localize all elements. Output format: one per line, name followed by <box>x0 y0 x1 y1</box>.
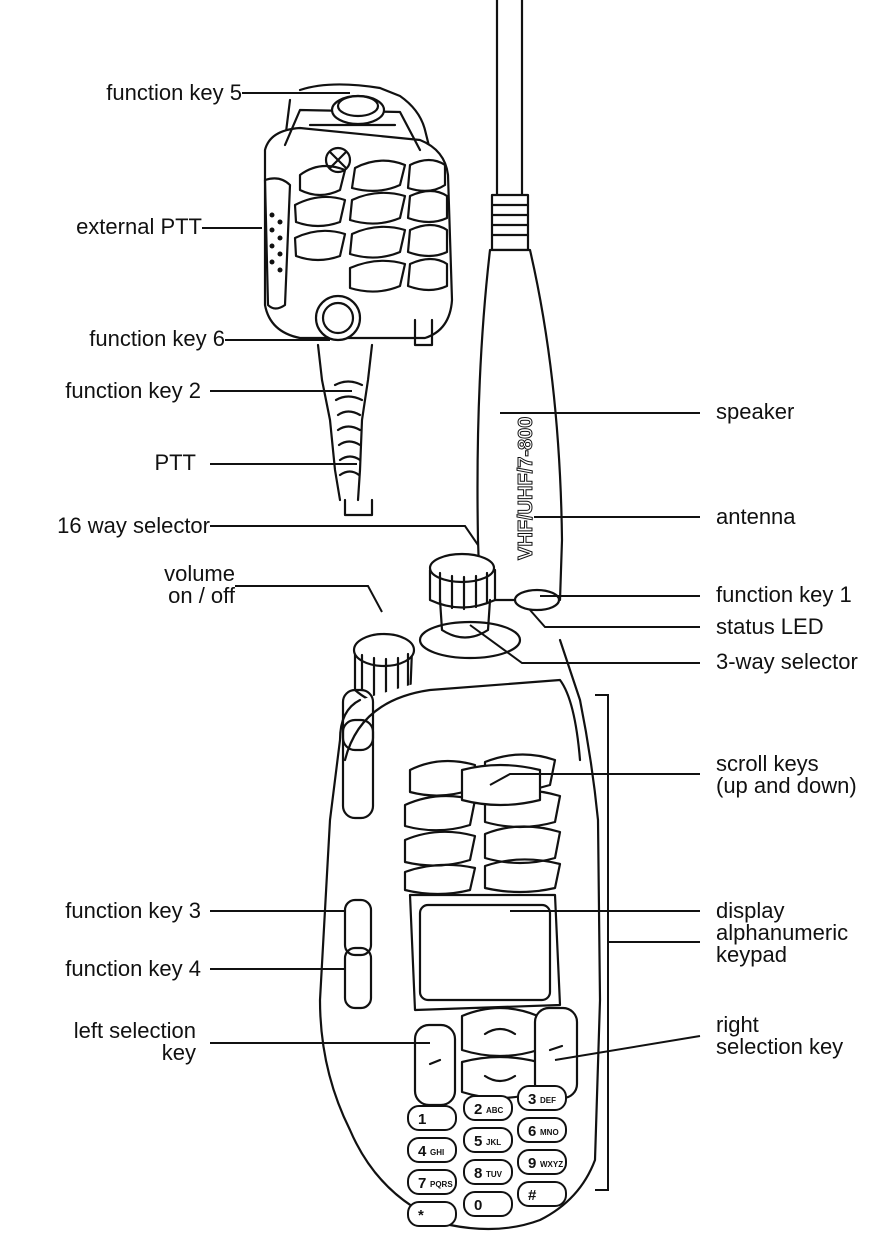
label-keypad-line1: alphanumeric <box>716 922 848 944</box>
keypad-key-9[interactable]: 9 WXYZ <box>518 1150 566 1174</box>
keypad-key-number: 1 <box>418 1111 426 1128</box>
keypad-key-7[interactable]: 7 PQRS <box>408 1170 456 1194</box>
keypad-key-number: 8 <box>474 1165 482 1182</box>
label-volume-line2: on / off <box>164 585 235 607</box>
keypad-key-letters: MNO <box>540 1128 559 1137</box>
keypad-key-letters: ABC <box>486 1106 504 1115</box>
label-antenna: antenna <box>716 506 796 528</box>
label-scroll-keys: scroll keys (up and down) <box>716 753 857 797</box>
keypad-key-number: 4 <box>418 1143 427 1160</box>
keypad-key-number: # <box>528 1187 537 1204</box>
label-3-way-selector: 3-way selector <box>716 651 858 673</box>
label-16-way-selector: 16 way selector <box>57 515 210 537</box>
keypad-key-8[interactable]: 8 TUV <box>464 1160 512 1184</box>
keypad-key-0[interactable]: 0 <box>464 1192 512 1216</box>
speaker-microphone <box>265 84 452 515</box>
keypad-key-outline <box>464 1192 512 1216</box>
keypad-key-letters: DEF <box>540 1096 556 1105</box>
keypad-key-letters: JKL <box>486 1138 501 1147</box>
keypad-key-number: 5 <box>474 1133 482 1150</box>
label-volume-on-off: volume on / off <box>164 563 235 607</box>
keypad-key-star[interactable]: * <box>408 1202 456 1226</box>
label-volume-line1: volume <box>164 563 235 585</box>
keypad-key-hash[interactable]: # <box>518 1182 566 1206</box>
keypad-key-letters: GHI <box>430 1148 444 1157</box>
label-function-key-2: function key 2 <box>65 380 201 402</box>
keypad-key-number: 9 <box>528 1155 536 1172</box>
keypad-key-3[interactable]: 3 DEF <box>518 1086 566 1110</box>
label-left-selection-key: left selection key <box>74 1020 196 1064</box>
label-function-key-1: function key 1 <box>716 584 852 606</box>
label-status-led: status LED <box>716 616 824 638</box>
keypad-key-outline <box>408 1202 456 1226</box>
keypad-key-number: 2 <box>474 1101 482 1118</box>
label-function-key-4: function key 4 <box>65 958 201 980</box>
label-right-selection-line1: right <box>716 1014 843 1036</box>
keypad-key-1[interactable]: 1 <box>408 1106 456 1130</box>
keypad-key-number: 3 <box>528 1091 536 1108</box>
keypad-key-number: 7 <box>418 1175 426 1192</box>
keypad-key-outline <box>408 1106 456 1130</box>
keypad-key-number: 6 <box>528 1123 536 1140</box>
label-left-selection-line1: left selection <box>74 1020 196 1042</box>
label-function-key-6: function key 6 <box>89 328 225 350</box>
keypad-key-6[interactable]: 6 MNO <box>518 1118 566 1142</box>
label-left-selection-line2: key <box>74 1042 196 1064</box>
keypad-key-number: * <box>418 1207 424 1224</box>
keypad-key-letters: PQRS <box>430 1180 453 1189</box>
keypad-key-letters: TUV <box>486 1170 503 1179</box>
label-speaker: speaker <box>716 401 794 423</box>
keypad-key-5[interactable]: 5 JKL <box>464 1128 512 1152</box>
label-display: display <box>716 900 784 922</box>
label-keypad-line2: keypad <box>716 944 848 966</box>
label-alphanumeric-keypad: alphanumeric keypad <box>716 922 848 966</box>
keypad-key-outline <box>518 1182 566 1206</box>
label-scroll-line2: (up and down) <box>716 775 857 797</box>
keypad-key-number: 0 <box>474 1197 482 1214</box>
label-right-selection-line2: selection key <box>716 1036 843 1058</box>
keypad-key-2[interactable]: 2 ABC <box>464 1096 512 1120</box>
label-external-ptt: external PTT <box>76 216 202 238</box>
antenna-model-text: VHF/UHF/7-800 <box>515 417 537 560</box>
label-function-key-3: function key 3 <box>65 900 201 922</box>
keypad-key-letters: WXYZ <box>540 1160 563 1169</box>
label-scroll-line1: scroll keys <box>716 753 857 775</box>
label-function-key-5: function key 5 <box>106 82 242 104</box>
label-right-selection-key: right selection key <box>716 1014 843 1058</box>
label-ptt: PTT <box>154 452 196 474</box>
